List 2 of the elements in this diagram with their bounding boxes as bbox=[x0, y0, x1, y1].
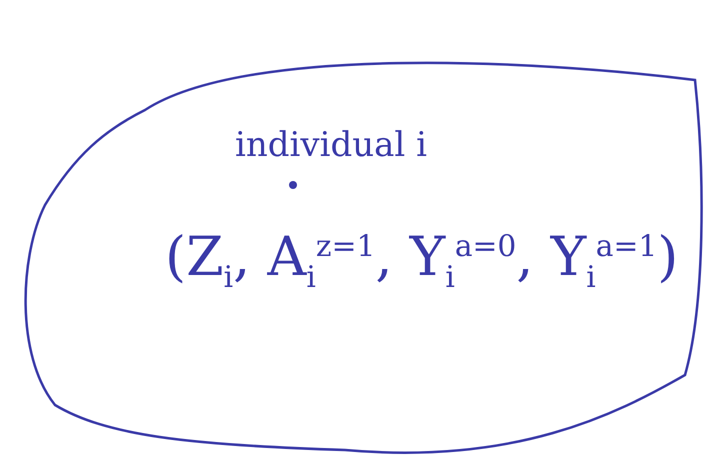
heading-text: individual i bbox=[235, 125, 427, 165]
tuple-formula: (Z$_{i}$, A$_{i}$$^{z=1}$, Y$_{i}$$^{a=0}$, Y$_{i}$$^{a=1}$) bbox=[165, 225, 678, 295]
